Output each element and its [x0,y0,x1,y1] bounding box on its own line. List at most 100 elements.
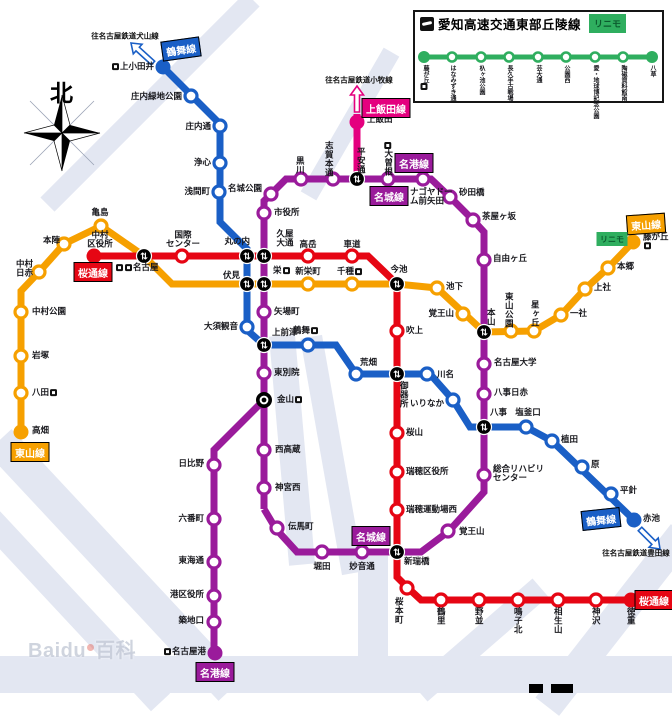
railway-arrow-icon [351,86,364,112]
station-dot [602,262,614,274]
station-dot [528,325,540,337]
station-dot [346,250,358,262]
station-dot [214,157,226,169]
station-dot [95,220,107,232]
station-dot [265,188,277,200]
station-dot [241,321,253,333]
watermark-dot-icon [87,644,94,651]
station-dot [478,469,490,481]
terminus-station-dot [624,593,639,608]
line-meijo [264,179,484,552]
railway-arrow-icon [635,524,664,553]
station-dot [208,556,220,568]
station-dot [435,594,447,606]
station-dot [401,582,413,594]
terminus-station-dot [156,60,171,75]
station-dot [295,173,307,185]
station-dot [208,590,220,602]
station-dot [208,459,220,471]
station-dot [576,461,588,473]
station-dot [350,368,362,380]
station-dot [391,466,403,478]
transfer-arrows-icon: ⇅ [393,369,401,380]
terminus-station-dot [87,249,102,264]
station-dot [214,120,226,132]
transfer-arrows-icon: ⇅ [140,251,148,262]
terminus-station-dot [418,51,430,63]
station-dot [258,482,270,494]
station-dot [208,513,220,525]
station-dot [15,306,27,318]
terminus-station-dot [646,51,658,63]
transfer-arrows-icon: ⇅ [393,547,401,558]
watermark-cjk: 百科 [95,640,136,662]
station-dot [58,238,70,250]
station-dot [417,173,429,185]
railway-arrow-icon [127,38,158,68]
station-dot [258,306,270,318]
station-dot [213,186,225,198]
station-dot [271,522,283,534]
station-dot [467,214,479,226]
station-dot [208,616,220,628]
station-dot [534,53,543,62]
transfer-arrows-icon: ⇅ [353,174,361,185]
station-dot [176,250,188,262]
legend-title: 愛知高速交通東部丘陵線 [438,14,581,33]
transfer-arrows-icon: ⇅ [260,279,268,290]
station-dot [546,435,558,447]
station-dot [185,90,197,102]
cropped-glyph-fragment [551,684,573,693]
station-dot [562,53,571,62]
station-dot [391,427,403,439]
legend-header: 愛知高速交通東部丘陵線 リニモ [420,14,626,33]
station-dot [448,53,457,62]
station-dot [391,325,403,337]
station-dot [447,394,459,406]
station-dot [302,339,314,351]
transfer-arrows-icon: ⇅ [260,340,268,351]
linimo-logo-icon [420,17,434,31]
station-dot [316,546,328,558]
transfer-arrows-icon: ⇅ [243,251,251,262]
baidu-watermark: Baidu 百科 [28,634,136,663]
north-label: 北 [50,74,73,108]
station-dot [327,173,339,185]
station-dot [444,191,456,203]
station-dot [478,358,490,370]
station-dot [579,283,591,295]
station-dot [478,254,490,266]
station-dot [382,173,394,185]
transfer-arrows-icon: ⇅ [393,279,401,290]
station-dot [478,388,490,400]
terminus-station-dot [350,115,365,130]
station-dot [15,387,27,399]
transfer-arrows-icon: ⇅ [243,279,251,290]
station-dot [505,53,514,62]
station-dot [258,367,270,379]
station-dot [258,207,270,219]
terminus-station-dot [14,425,29,440]
station-dot [552,594,564,606]
station-dot [457,308,469,320]
station-dot [619,53,628,62]
station-dot [15,350,27,362]
station-dot [302,278,314,290]
station-dot [356,546,368,558]
station-dot [590,594,602,606]
station-dot [391,504,403,516]
transfer-arrows-icon: ⇅ [480,422,488,433]
station-dot [477,53,486,62]
station-dot [421,368,433,380]
transfer-arrows-icon: ⇅ [480,327,488,338]
watermark-latin: Baidu [28,640,86,662]
station-dot [605,488,617,500]
station-dot [33,266,45,278]
terminus-station-dot [626,235,641,250]
line-meiko [214,400,264,653]
transfer-arrows-icon: ⇅ [260,251,268,262]
station-dot [520,421,532,433]
station-dot [512,594,524,606]
major-station-dot [256,392,272,408]
terminus-station-dot [208,646,223,661]
